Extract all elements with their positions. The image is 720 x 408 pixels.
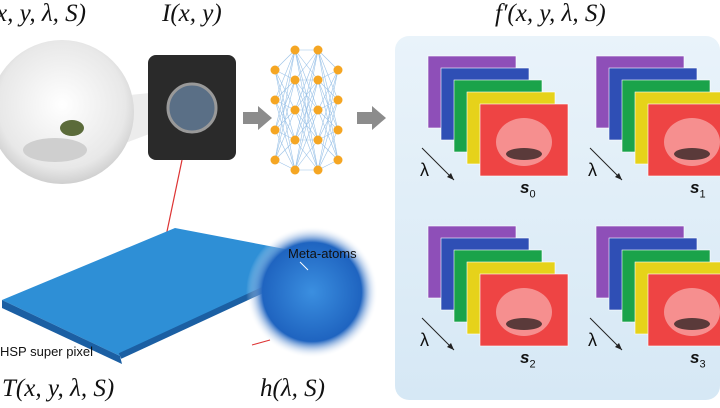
pebbles-thumbnail: [506, 318, 542, 330]
nn-edge: [294, 49, 319, 171]
spectral-stack-1: [589, 55, 720, 181]
arrowhead-icon: [615, 173, 622, 180]
nn-edge: [274, 109, 296, 161]
nn-edge: [294, 79, 319, 171]
stack-label-s2: s2: [520, 348, 536, 371]
intensity-label: I(x, y): [162, 0, 222, 27]
lambda-arrow: [589, 147, 623, 181]
neural-network: [270, 45, 343, 175]
lambda-label: λ: [420, 330, 429, 350]
nn-node: [313, 165, 323, 175]
nn-node: [313, 135, 323, 145]
nn-edge: [317, 69, 339, 111]
nn-edge: [274, 49, 296, 71]
reconstruction-label: f′(x, y, λ, S): [495, 0, 606, 27]
stack-label-s1: s1: [690, 178, 706, 201]
lambda-label: λ: [588, 330, 597, 350]
response-label: h(λ, S): [260, 375, 325, 402]
nn-node: [270, 125, 280, 135]
nn-edge: [294, 49, 319, 111]
nn-node: [313, 45, 323, 55]
nn-edge: [317, 129, 339, 171]
nn-node: [290, 105, 300, 115]
nn-node: [270, 95, 280, 105]
nn-node: [270, 65, 280, 75]
nn-edge: [317, 69, 339, 141]
pebbles-thumbnail: [674, 148, 710, 160]
transmission-label: T(x, y, λ, S): [2, 375, 115, 402]
spectral-stack-3: [589, 225, 720, 351]
nn-edge: [274, 49, 296, 161]
nn-edge: [294, 49, 319, 141]
nn-node: [270, 155, 280, 165]
arrow-icon: [243, 106, 272, 130]
lambda-arrow: [421, 147, 455, 181]
nn-edge: [294, 49, 319, 81]
nn-edge: [294, 139, 319, 171]
nn-edge: [317, 69, 339, 171]
spectral-stack-2: [421, 225, 569, 351]
nn-edge: [294, 109, 319, 171]
fishbowl-scene: [0, 40, 134, 184]
camera-lens: [166, 82, 218, 134]
metasurface: [2, 228, 332, 356]
pebbles-thumbnail: [674, 318, 710, 330]
spectral-stack-0: [421, 55, 569, 181]
lambda-label: λ: [420, 160, 429, 180]
spectral-stacks: [421, 55, 720, 351]
nn-edge: [274, 49, 296, 131]
turtle: [60, 120, 84, 136]
nn-node: [290, 75, 300, 85]
nn-edge: [274, 139, 296, 161]
nn-node: [290, 165, 300, 175]
lambda-arrow: [421, 317, 455, 351]
arrowhead-icon: [447, 173, 454, 180]
scene-label: x, y, λ, S): [0, 0, 86, 27]
nn-node: [333, 155, 343, 165]
arrowhead-icon: [615, 343, 622, 350]
nn-edge: [274, 49, 296, 101]
stack-label-s0: s0: [520, 178, 536, 201]
stack-label-s3: s3: [690, 348, 706, 371]
nn-node: [333, 125, 343, 135]
pebbles-thumbnail: [506, 148, 542, 160]
nn-node: [290, 45, 300, 55]
nn-edge: [317, 99, 339, 171]
pebbles: [23, 138, 87, 162]
lambda-label: λ: [588, 160, 597, 180]
nn-node: [333, 95, 343, 105]
super-pixel-label: HSP super pixel: [0, 344, 93, 359]
nn-node: [290, 135, 300, 145]
nn-edge: [274, 79, 296, 161]
lambda-arrow: [589, 317, 623, 351]
arrow-icon: [357, 106, 386, 130]
metasurface-edge: [2, 300, 122, 364]
nn-node: [313, 105, 323, 115]
meta-atoms-label: Meta-atoms: [288, 246, 357, 261]
nn-node: [333, 65, 343, 75]
nn-edge: [317, 49, 339, 71]
nn-node: [313, 75, 323, 85]
arrowhead-icon: [447, 343, 454, 350]
meta-atom-magnifier: [246, 226, 378, 358]
